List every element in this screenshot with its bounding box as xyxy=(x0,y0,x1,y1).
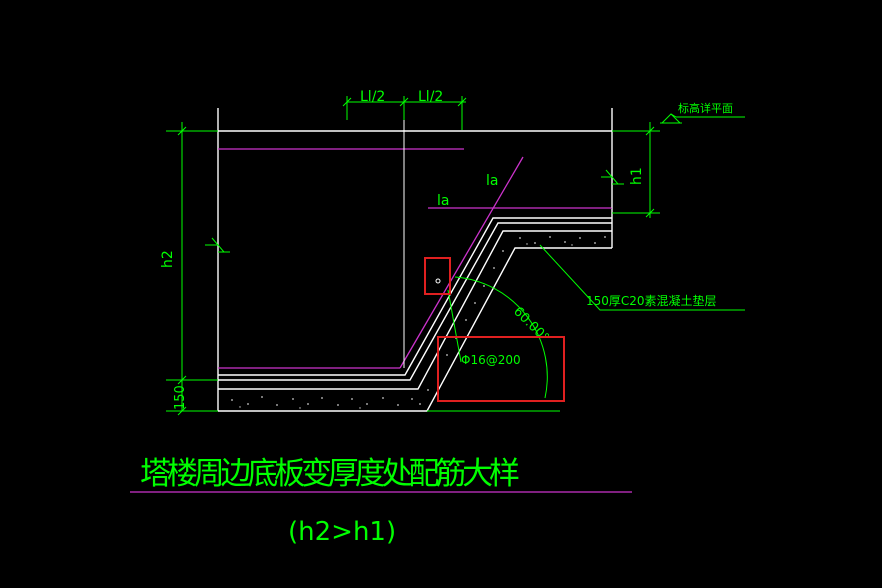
dim-left-tick-3 xyxy=(177,406,187,416)
dim-left-tick-1 xyxy=(177,126,187,136)
angle-text: 60.00° xyxy=(510,304,552,346)
highlight-box-rebar-spec xyxy=(437,336,565,402)
dim-left-tick-2 xyxy=(177,375,187,385)
dim-h2-text: h2 xyxy=(160,250,176,268)
rebar-section-dot xyxy=(435,278,441,284)
break-symbol-right xyxy=(601,169,624,185)
drawing-title: 塔楼周边底板变厚度处配筋大样 xyxy=(140,456,520,492)
dim-right-tick-1 xyxy=(645,126,655,136)
highlight-boxes xyxy=(424,257,565,402)
rebar-la-lower-text: la xyxy=(437,193,449,209)
drawing-subtitle: (h2>h1) xyxy=(288,517,396,547)
dim-150-text: 150 xyxy=(173,385,188,410)
dim-ll2-right-text: Ll/2 xyxy=(418,89,443,105)
slab-bottom-profile-top xyxy=(218,217,612,376)
elevation-marker-a xyxy=(670,113,677,118)
rebar-leader xyxy=(447,289,462,363)
slab-bottom-profile-inner xyxy=(218,230,612,390)
slab-bottom-profile-outer xyxy=(218,222,612,381)
dim-tick-2 xyxy=(399,97,409,107)
elevation-note-text: 标高详平面 xyxy=(678,101,733,115)
dim-tick-3 xyxy=(457,97,467,107)
dimensions xyxy=(166,96,745,416)
dim-ll2-left-text: Ll/2 xyxy=(360,89,385,105)
rebars xyxy=(130,148,632,493)
inclined-rebar-la xyxy=(399,156,524,369)
cushion-bottom-profile xyxy=(218,247,612,412)
angle-arc xyxy=(454,276,548,399)
break-symbol-left xyxy=(205,237,230,253)
annotations: Ll/2 Ll/2 h2 150 h1 标高详平面 la la 60.00° Φ… xyxy=(160,89,733,410)
internal-lines xyxy=(403,108,613,368)
cushion-leader xyxy=(539,244,745,311)
cushion-note-text: 150厚C20素混凝土垫层 xyxy=(586,293,717,308)
elevation-triangle xyxy=(661,113,681,124)
highlight-box-rebar-point xyxy=(424,257,451,295)
dim-h1-text: h1 xyxy=(629,167,645,185)
cushion-hatch xyxy=(231,236,606,409)
dim-right-tick-2 xyxy=(645,208,655,218)
rebar-la-upper-text: la xyxy=(486,173,498,189)
dim-tick-1 xyxy=(342,97,352,107)
rebar-spec-text: Φ16@200 xyxy=(461,353,521,367)
